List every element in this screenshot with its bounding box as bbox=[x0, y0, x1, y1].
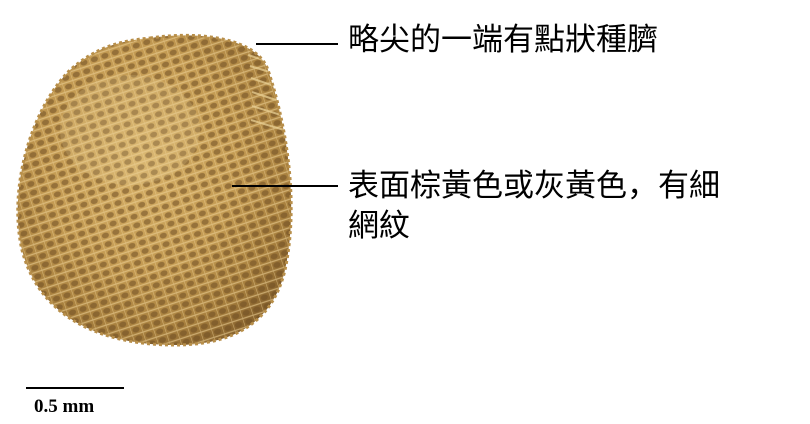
surface-annotation-line-2: 網紋 bbox=[348, 208, 410, 244]
seed-highlight bbox=[60, 75, 200, 185]
scale-bar-label: 0.5 mm bbox=[34, 396, 95, 417]
hilum-annotation: 略尖的一端有點狀種臍 bbox=[348, 22, 658, 58]
seed-reticulate-texture bbox=[17, 35, 292, 345]
seed-outline bbox=[16, 33, 293, 347]
surface-annotation-line-1: 表面棕黃色或灰黃色，有細 bbox=[348, 168, 720, 204]
surface-annotation: 表面棕黃色或灰黃色，有細 網紋 bbox=[348, 166, 720, 246]
seed-image bbox=[16, 33, 293, 347]
